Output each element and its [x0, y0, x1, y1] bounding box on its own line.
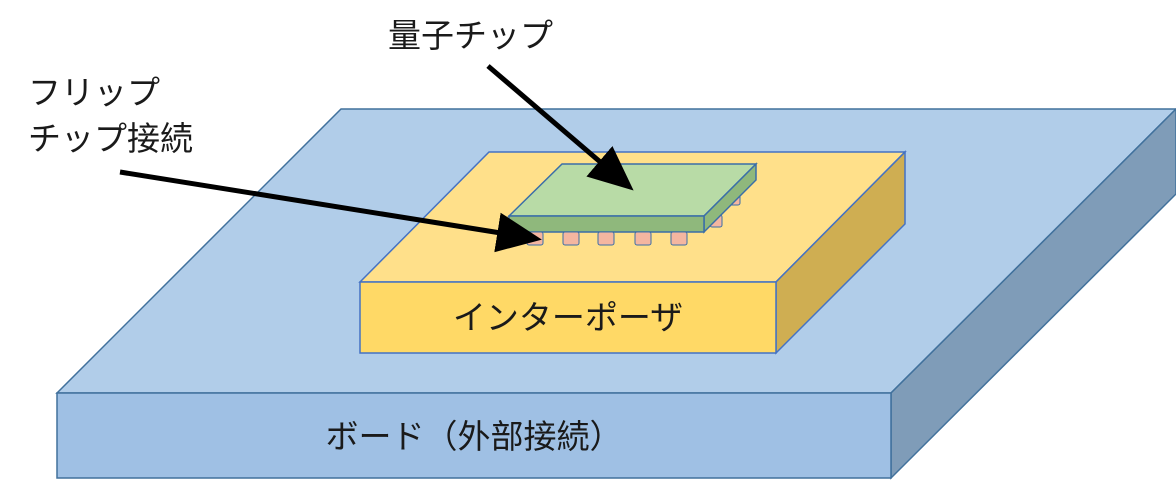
chip-front-face [508, 215, 705, 233]
board-label: ボード（外部接続） [326, 417, 623, 456]
flip-chip-label-line1: フリップ [28, 73, 160, 112]
quantum-chip-arrow [486, 64, 634, 191]
interposer-front-face [359, 281, 777, 354]
board-front-face [56, 392, 892, 479]
bump [597, 231, 615, 246]
bump [670, 231, 688, 246]
flip-chip-arrow [119, 169, 542, 253]
flip-chip-label-line2: チップ接続 [28, 119, 193, 158]
bump [634, 231, 652, 246]
interposer-label: インターポーザ [453, 298, 683, 337]
bump [562, 231, 580, 246]
quantum-chip-label: 量子チップ [388, 16, 553, 55]
